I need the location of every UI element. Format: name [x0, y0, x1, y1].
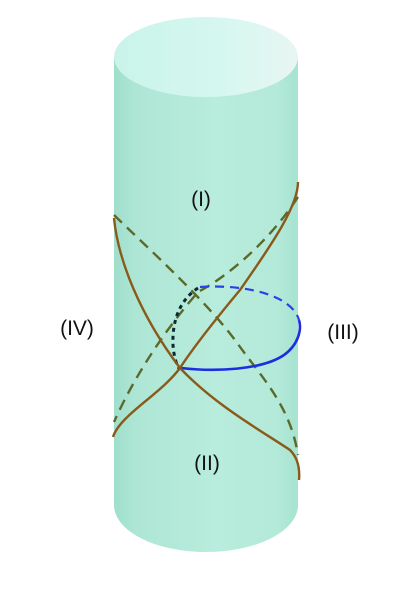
region-label-iv: (IV): [60, 317, 94, 340]
horizon-front-curve-right: [111, 181, 300, 438]
region-label-iii: (III): [327, 321, 359, 344]
region-label-ii: (II): [194, 452, 220, 475]
horizon-back-curve-left: [113, 214, 300, 456]
horizon-front-curve-left: [112, 217, 301, 481]
cylinder-top-cap: [114, 17, 298, 97]
circle-back-dark-segment: [171, 286, 199, 371]
circle-front-arc: [180, 319, 302, 372]
circle-back-arc: [199, 285, 301, 321]
region-label-i: (I): [191, 188, 211, 211]
